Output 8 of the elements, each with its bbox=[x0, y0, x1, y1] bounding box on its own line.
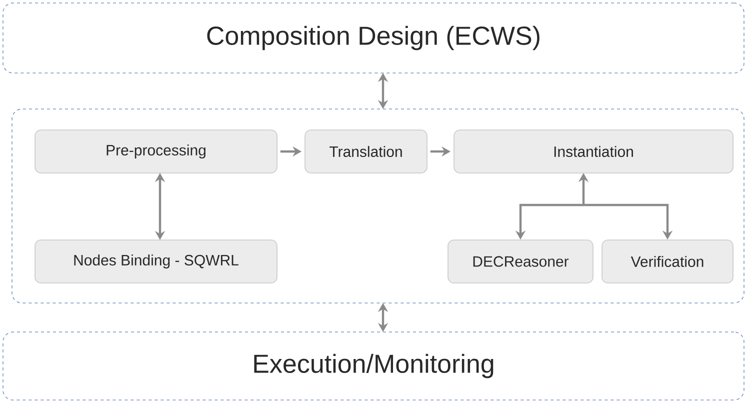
process-box: DECReasoner bbox=[448, 240, 594, 284]
process-box: Pre-processing bbox=[34, 130, 278, 174]
process-box: Instantiation bbox=[454, 130, 734, 174]
section-box: Composition Design (ECWS) bbox=[2, 2, 744, 74]
section-box: Execution/Monitoring bbox=[2, 332, 744, 400]
process-box: Verification bbox=[602, 240, 734, 284]
process-box: Translation bbox=[304, 130, 428, 174]
process-box: Nodes Binding - SQWRL bbox=[34, 240, 278, 284]
